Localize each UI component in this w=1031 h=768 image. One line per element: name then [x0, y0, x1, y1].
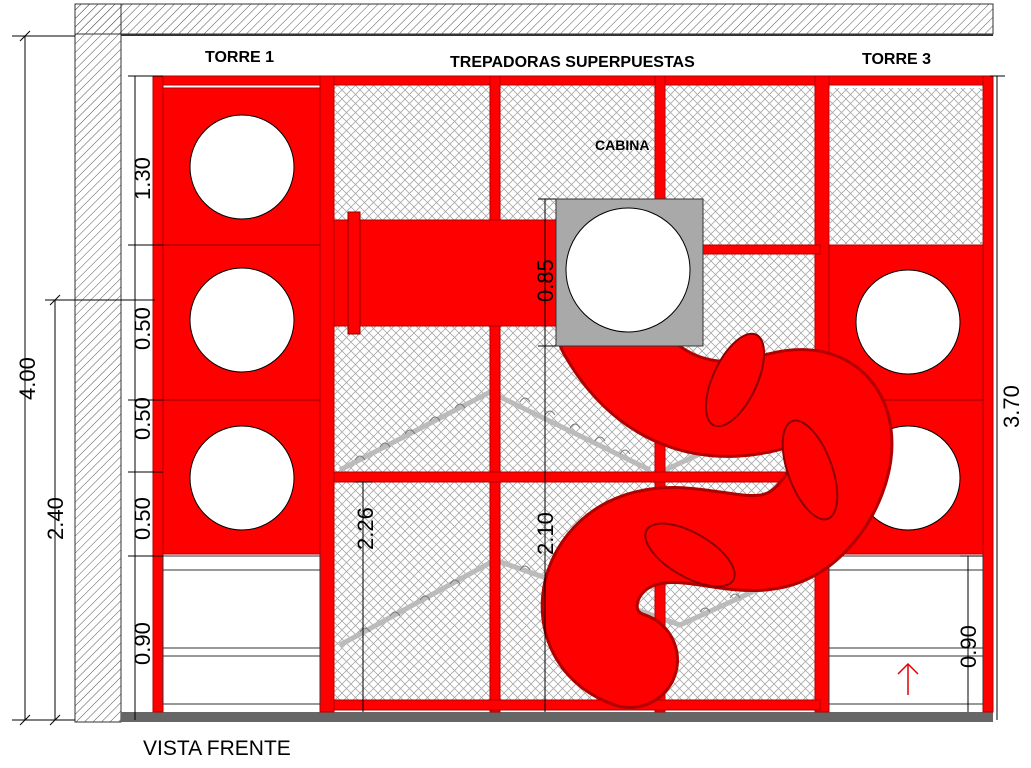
wall — [74, 3, 994, 723]
tower-1-label: TORRE 1 — [205, 49, 274, 66]
floor — [121, 712, 993, 722]
view-caption: VISTA FRENTE — [143, 737, 291, 760]
tunnel-tube — [333, 211, 559, 335]
dim-t3-height: 3.70 — [999, 385, 1024, 428]
dimension-lines — [12, 30, 1005, 726]
dim-t1-top: 1.30 — [130, 157, 155, 200]
dim-lower-height: 2.40 — [43, 497, 68, 540]
dim-t1-mid2: 0.50 — [130, 397, 155, 440]
dim-climber-right: 2.10 — [533, 512, 558, 555]
tower-3-label: TORRE 3 — [862, 51, 931, 68]
climbers-label: TREPADORAS SUPERPUESTAS — [450, 54, 695, 71]
dim-t1-bottom: 0.90 — [130, 622, 155, 665]
dim-climber-left: 2.26 — [353, 507, 378, 550]
dim-total-height: 4.00 — [15, 357, 40, 400]
tower-1 — [162, 87, 321, 705]
dim-t1-mid3: 0.50 — [130, 497, 155, 540]
cabin — [555, 198, 704, 347]
arrow-up-icon — [897, 662, 919, 695]
cabin-label: CABINA — [595, 137, 649, 153]
dim-t3-bottom: 0.90 — [956, 625, 981, 668]
dim-t1-mid1: 0.50 — [130, 307, 155, 350]
dim-cabin-height: 0.85 — [533, 259, 558, 302]
spiral-slide — [540, 281, 894, 709]
